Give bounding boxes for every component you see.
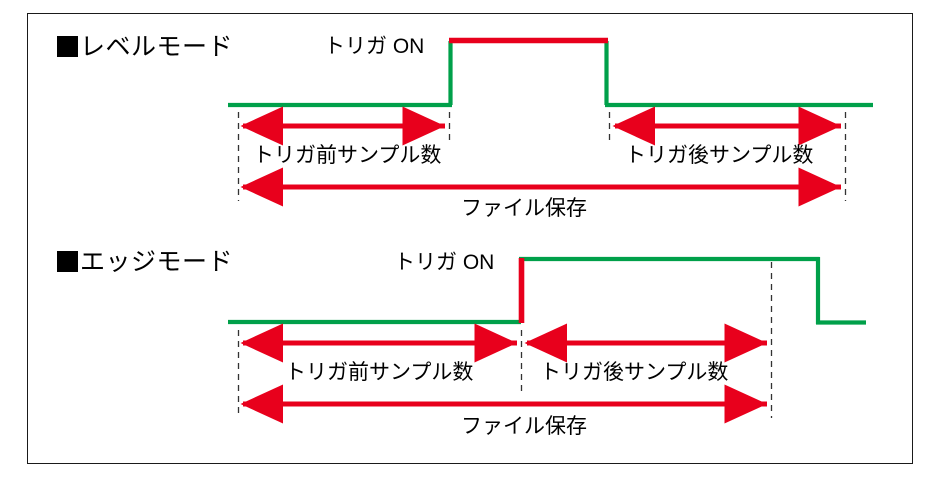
level-file-save-label: ファイル保存 [461,197,587,220]
edge-mode-title-text: エッジモード [80,248,234,276]
square-bullet-icon [57,36,78,57]
level-mode-guides [237,112,847,201]
level-post-sample-label: トリガ後サンプル数 [625,144,814,167]
square-bullet-icon [57,251,78,272]
edge-file-save-label: ファイル保存 [461,415,587,438]
edge-mode-title: エッジモード [57,250,233,275]
level-trigger-on-label: トリガ ON [324,35,425,58]
level-pre-sample-label: トリガ前サンプル数 [253,144,442,167]
edge-mode-guides [237,262,773,418]
level-mode-waveform [228,37,873,108]
level-mode-measure-arrows [240,106,841,207]
edge-trigger-on-label: トリガ ON [394,251,495,274]
edge-post-sample-label: トリガ後サンプル数 [540,361,729,384]
edge-pre-sample-label: トリガ前サンプル数 [285,361,474,384]
edge-mode-measure-arrows [240,323,767,424]
level-mode-title: レベルモード [57,35,233,60]
level-mode-title-text: レベルモード [80,33,234,61]
edge-mode-waveform [228,256,866,325]
